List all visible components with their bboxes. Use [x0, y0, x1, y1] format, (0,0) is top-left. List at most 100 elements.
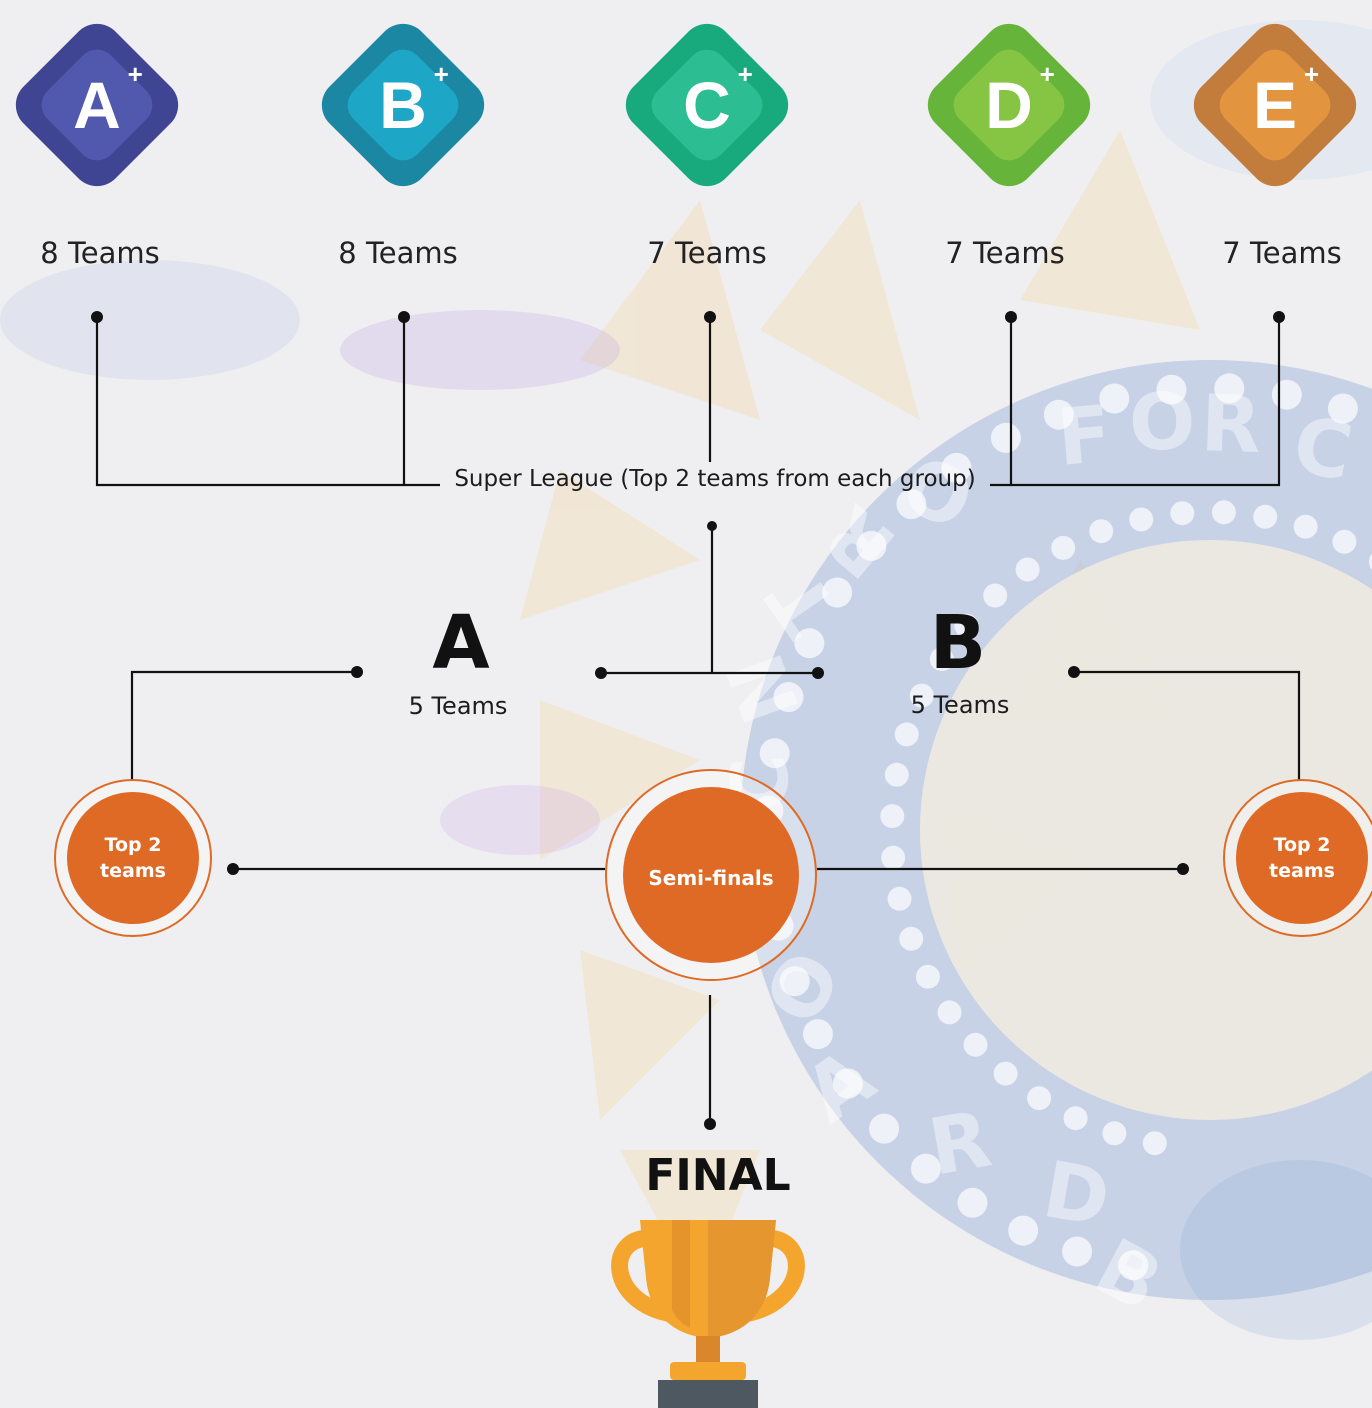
right-top2-circle	[1223, 779, 1372, 937]
super-league-label: Super League (Top 2 teams from each grou…	[454, 466, 976, 492]
diamond-shape	[1193, 23, 1357, 187]
watermark-dot	[957, 1187, 988, 1218]
watermark-ring	[740, 360, 1372, 1300]
watermark-dot	[954, 613, 979, 638]
watermark-dot	[1015, 557, 1040, 582]
group-letter-wrap: D+	[985, 59, 1055, 143]
right-top2-label: Top 2 teams	[1269, 834, 1335, 882]
watermark-dot	[884, 762, 909, 787]
watermark-dot	[937, 1000, 962, 1025]
watermark-dot	[832, 1068, 863, 1099]
watermark-dot	[887, 886, 912, 911]
left-top2-circle	[54, 779, 212, 937]
watermark-dot	[1051, 535, 1076, 560]
trophy-icon	[611, 1220, 805, 1408]
watermark-dot	[1156, 374, 1187, 405]
group-a-letter: A+	[2, 10, 192, 200]
watermark-dot	[802, 1019, 833, 1050]
group-d-team-count: 7 Teams	[945, 236, 1065, 270]
pool-a-teams: 5 Teams	[408, 692, 508, 720]
watermark-dot	[1043, 399, 1074, 430]
watermark-dot	[1211, 500, 1236, 525]
svg-text:F: F	[1054, 390, 1115, 484]
watermark-dot	[1142, 1131, 1167, 1156]
watermark-dot	[963, 1032, 988, 1057]
watermark-dot	[794, 628, 825, 659]
watermark-dot	[1332, 529, 1357, 554]
dot-split-right	[812, 667, 824, 679]
watermark-dot	[1129, 507, 1154, 532]
watermark-dot	[1102, 1121, 1127, 1146]
watermark-dot	[1327, 393, 1358, 424]
group-c-letter: C+	[612, 10, 802, 200]
watermark-dot	[1089, 519, 1114, 544]
group-b-badge: B+	[308, 10, 498, 200]
group-plus-sup: +	[127, 59, 143, 89]
watermark-dot	[899, 926, 924, 951]
dot-c	[704, 311, 716, 323]
dot-pool-a	[351, 666, 363, 678]
dot-d	[1005, 311, 1017, 323]
diamond-shape	[321, 23, 485, 187]
watermark-dot	[880, 804, 905, 829]
group-d-letter: D+	[914, 10, 1104, 200]
group-letter-text: A	[73, 68, 121, 142]
diamond-shape	[625, 23, 789, 187]
svg-text:O: O	[1128, 377, 1197, 469]
connector-a	[95, 317, 440, 487]
dot-right-semi	[1177, 863, 1189, 875]
watermark-dot	[896, 489, 927, 520]
group-b-letter: B+	[308, 10, 498, 200]
dot-left-semi	[227, 863, 239, 875]
diamond-shape	[15, 23, 179, 187]
watermark-dot	[1118, 1250, 1149, 1281]
connector-e	[990, 317, 1281, 487]
group-c-team-count: 7 Teams	[647, 236, 767, 270]
watermark-dot	[1099, 383, 1130, 414]
group-letter-text: D	[985, 68, 1033, 142]
group-plus-sup: +	[1039, 59, 1055, 89]
watermark-dot	[1027, 1086, 1052, 1111]
watermark-dot	[779, 966, 810, 997]
watermark-dot	[822, 577, 853, 608]
dot-final	[704, 1118, 716, 1130]
watermark-dot	[856, 530, 887, 561]
group-letter-wrap: A+	[73, 59, 143, 143]
group-plus-sup: +	[1303, 59, 1320, 89]
connector-pool-a	[130, 670, 357, 780]
group-letter-text: E	[1252, 68, 1298, 142]
group-e-letter: E+	[1180, 10, 1370, 200]
watermark-dot	[773, 682, 804, 713]
dot-split-left	[595, 667, 607, 679]
group-letter-wrap: B+	[379, 59, 449, 143]
watercolor-splash	[0, 20, 1372, 1340]
watermark-dot	[1253, 504, 1278, 529]
watermark-dot	[990, 422, 1021, 453]
watermark-dot	[1214, 373, 1245, 404]
dot-pool-b	[1068, 666, 1080, 678]
group-plus-sup: +	[433, 59, 449, 89]
watermark-dot	[909, 683, 934, 708]
watermark-dot	[1062, 1236, 1093, 1267]
group-d-badge: D+	[914, 10, 1104, 200]
semi-finals-label: Semi-finals	[648, 866, 774, 890]
watermark-dot	[941, 452, 972, 483]
semi-finals-circle	[605, 769, 817, 981]
dot-e	[1273, 311, 1285, 323]
dot-b	[398, 311, 410, 323]
group-a-team-count: 8 Teams	[40, 236, 160, 270]
watermark-dot	[881, 845, 906, 870]
watermark-dot	[894, 722, 919, 747]
pool-b-letter: B	[929, 600, 987, 686]
watermark-dot	[869, 1113, 900, 1144]
svg-text:D: D	[1037, 1145, 1116, 1245]
dot-super	[707, 521, 717, 531]
group-b-team-count: 8 Teams	[338, 236, 458, 270]
watermark-dot	[910, 1153, 941, 1184]
dot-a	[91, 311, 103, 323]
watermark-dot	[1368, 553, 1372, 570]
group-letter-text: B	[379, 68, 427, 142]
